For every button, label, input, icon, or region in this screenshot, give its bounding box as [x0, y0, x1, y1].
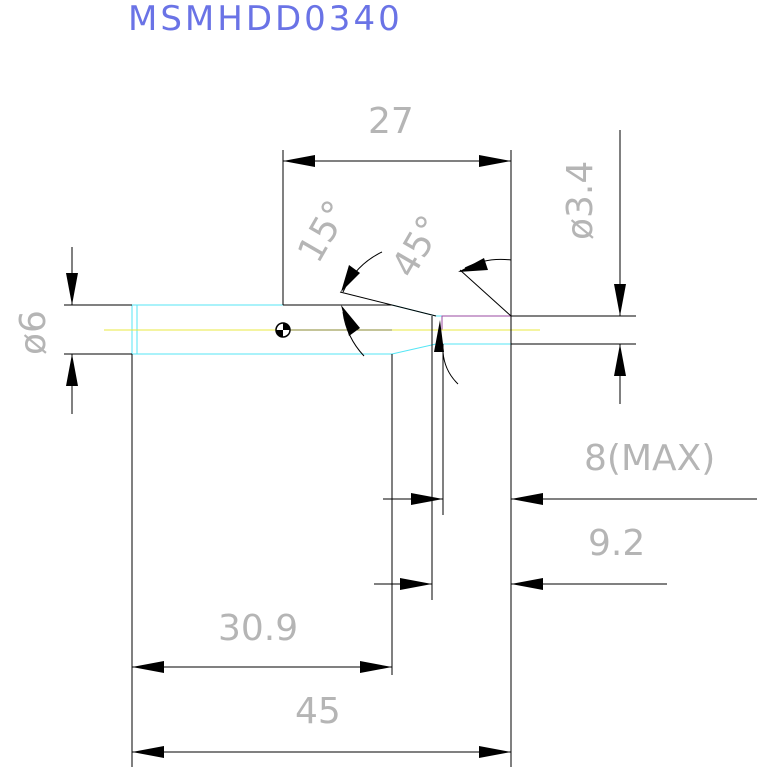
angle-label-45: 45°	[384, 209, 451, 285]
dimension-dia-3-4: ø3.4	[560, 130, 626, 404]
dimension-label-27: 27	[368, 101, 414, 142]
angle-15-dimension: 15°	[290, 194, 383, 357]
dimension-label-45: 45	[295, 691, 341, 732]
dimension-9-2: 9.2	[374, 523, 667, 590]
dimension-label-8-max: 8(MAX)	[584, 438, 715, 479]
dimension-label-dia-6: ø6	[13, 310, 54, 355]
dimension-label-30-9: 30.9	[218, 608, 298, 649]
dimension-30-9: 30.9	[132, 608, 392, 673]
dimension-label-dia-3-4: ø3.4	[560, 161, 601, 240]
dimension-27: 27	[283, 101, 511, 167]
dimension-45: 45	[132, 691, 511, 758]
part-outline	[104, 304, 540, 355]
dimension-label-9-2: 9.2	[588, 523, 645, 564]
dimension-dia-6: ø6	[13, 247, 78, 414]
extension-lines	[64, 150, 636, 767]
drawing-title: MSMHDD0340	[128, 0, 403, 39]
angle-45-dimension: 45°	[384, 209, 512, 385]
dimension-8-max: 8(MAX)	[383, 438, 757, 505]
angle-label-15: 15°	[290, 194, 357, 270]
